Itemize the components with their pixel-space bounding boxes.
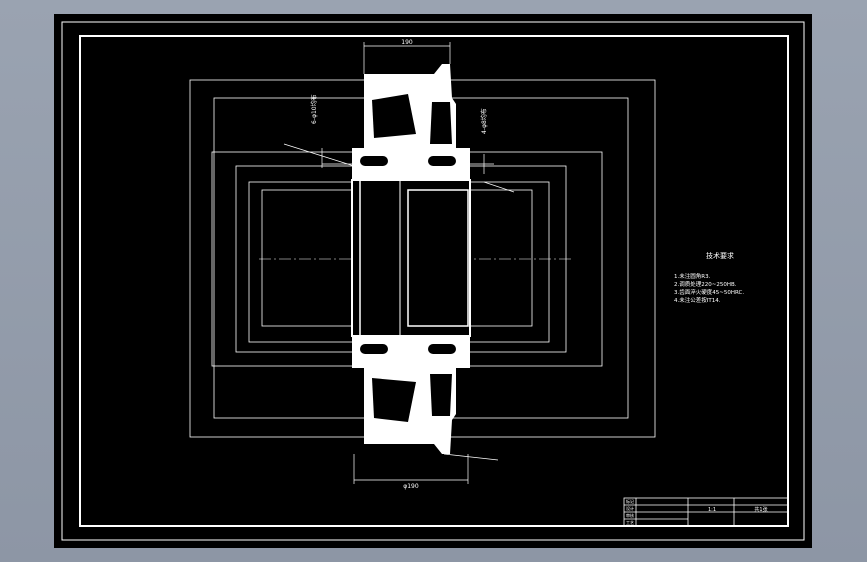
title-cell-2: 设计 <box>626 505 634 511</box>
dimension-lines <box>283 42 515 484</box>
left-note: 6-φ10均布 <box>310 94 318 124</box>
gear-section <box>351 64 471 454</box>
title-block <box>623 497 789 527</box>
tech-line-4: 4.未注公差按IT14. <box>674 296 721 304</box>
title-block-sheet: 共1张 <box>754 506 767 513</box>
tech-line-2: 2.调质处理220~250HB. <box>674 280 737 288</box>
cad-drawing: 190 φ190 6-φ10均布 4-φ8均布 技术要求 1.未注圆角R3. 2… <box>61 21 805 541</box>
dim-bottom-label: φ190 <box>403 483 419 490</box>
title-cell-4: 工艺 <box>626 520 634 525</box>
tech-title: 技术要求 <box>706 251 734 260</box>
tech-line-3: 3.齿面淬火硬度45~50HRC. <box>674 288 744 296</box>
tech-requirements: 技术要求 1.未注圆角R3. 2.调质处理220~250HB. 3.齿面淬火硬度… <box>674 251 744 304</box>
right-note: 4-φ8均布 <box>480 108 488 134</box>
outer-frame <box>61 21 805 541</box>
tech-line-1: 1.未注圆角R3. <box>674 272 711 280</box>
dim-top-label: 190 <box>401 39 413 46</box>
title-block-scale: 1:1 <box>708 507 716 513</box>
title-cell-3: 审核 <box>626 512 634 518</box>
inner-frame <box>79 35 789 527</box>
title-cell-1: 标记 <box>626 498 634 504</box>
drawing-sheet: 190 φ190 6-φ10均布 4-φ8均布 技术要求 1.未注圆角R3. 2… <box>54 14 812 548</box>
